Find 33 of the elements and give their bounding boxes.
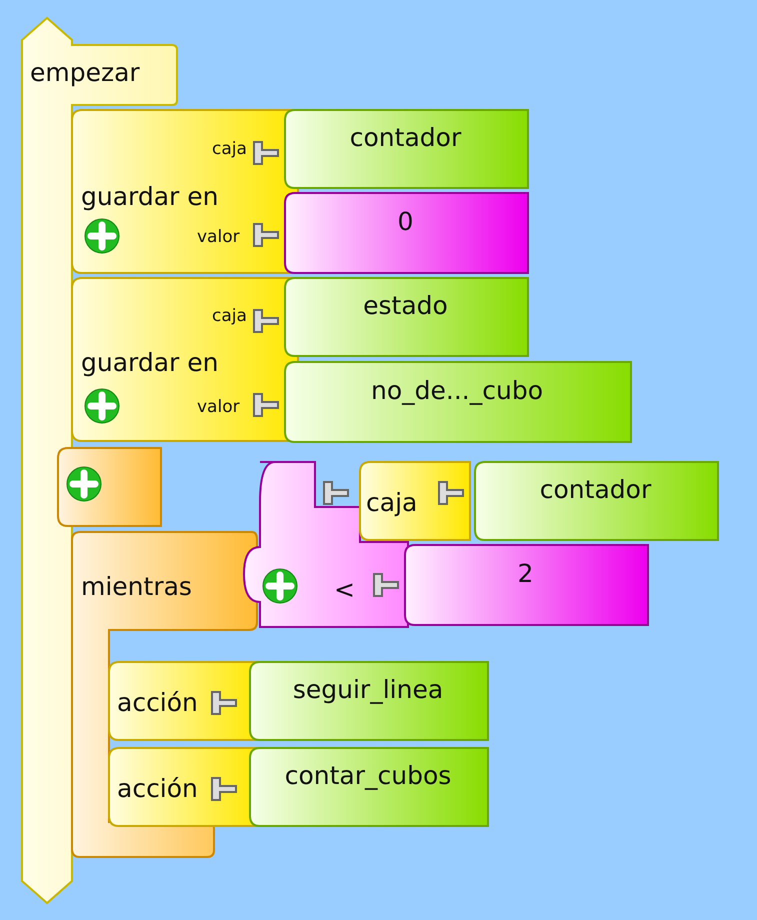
block-label: < xyxy=(334,575,355,605)
block-label: no_de..._cubo xyxy=(370,376,544,406)
block-label: acción xyxy=(117,688,198,718)
block-label: guardar en xyxy=(81,348,219,378)
variable-block xyxy=(360,462,472,542)
block-label: 0 xyxy=(396,207,414,237)
store-block xyxy=(72,278,300,443)
text-value-block xyxy=(250,662,490,742)
block-label: acción xyxy=(117,774,198,804)
block-label: seguir_linea xyxy=(292,675,444,705)
block-label: contador xyxy=(348,123,462,153)
block-label: 2 xyxy=(516,559,534,589)
empty-block xyxy=(58,448,163,528)
text-value-block xyxy=(285,362,633,444)
number-value-block xyxy=(285,193,530,275)
store-block xyxy=(72,110,300,275)
block-label: estado xyxy=(362,291,449,321)
number-value-block xyxy=(405,545,650,627)
text-value-block xyxy=(250,748,490,828)
block-label: empezar xyxy=(30,58,140,88)
block-label: contador xyxy=(538,475,652,505)
block-label: guardar en xyxy=(81,182,219,212)
block-label: contar_cubos xyxy=(284,761,452,791)
text-value-block xyxy=(285,278,530,358)
socket-label: caja xyxy=(212,305,247,327)
text-value-block xyxy=(475,462,720,542)
text-value-block xyxy=(285,110,530,190)
block-label: caja xyxy=(366,488,418,518)
while-loop-block xyxy=(72,532,257,857)
socket-label: caja xyxy=(212,138,247,160)
socket-label: valor xyxy=(197,226,240,248)
socket-label: valor xyxy=(197,396,240,418)
block-label: mientras xyxy=(81,572,192,602)
